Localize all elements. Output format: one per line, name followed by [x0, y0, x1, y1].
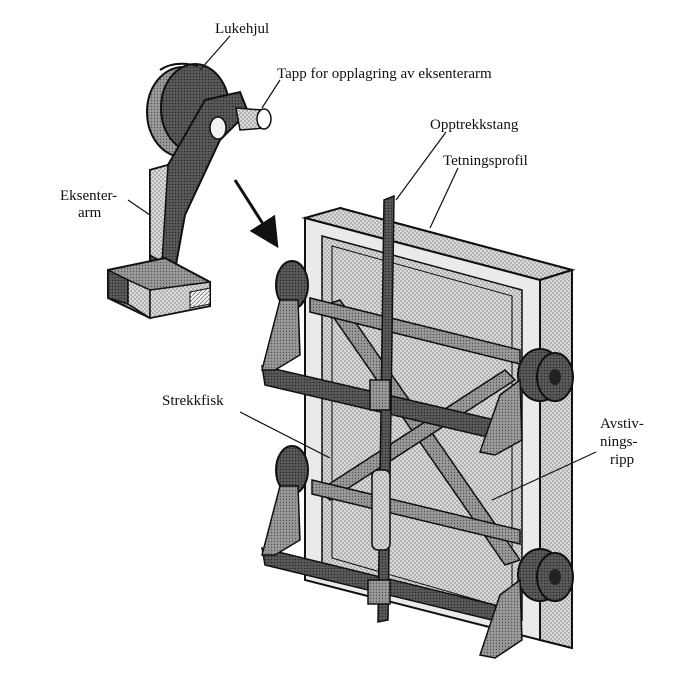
- detail-arrow: [233, 179, 279, 249]
- label-avstivningsripp-2: nings-: [600, 434, 638, 450]
- wheel-bottom-left: [261, 445, 309, 556]
- label-avstivningsripp-3: ripp: [610, 452, 634, 468]
- label-strekkfisk: Strekkfisk: [162, 393, 224, 409]
- label-tapp: Tapp for opplagring av eksenterarm: [277, 66, 492, 82]
- label-opptrekkstang: Opptrekkstang: [430, 117, 519, 133]
- label-tetningsprofil: Tetningsprofil: [443, 153, 528, 169]
- wheel-top-right: [479, 348, 574, 456]
- leader-lines: [127, 35, 597, 501]
- wheel-bottom-right: [479, 548, 574, 659]
- label-lukehjul: Lukehjul: [215, 21, 269, 37]
- label-avstivningsripp-1: Avstiv-: [600, 416, 644, 432]
- label-eksenterarm-2: arm: [78, 205, 102, 221]
- gate-assembly: [261, 194, 576, 659]
- wheel-top-left: [261, 260, 309, 371]
- label-eksenterarm-1: Eksenter-: [60, 188, 117, 204]
- eccentric-arm-detail: [107, 62, 272, 320]
